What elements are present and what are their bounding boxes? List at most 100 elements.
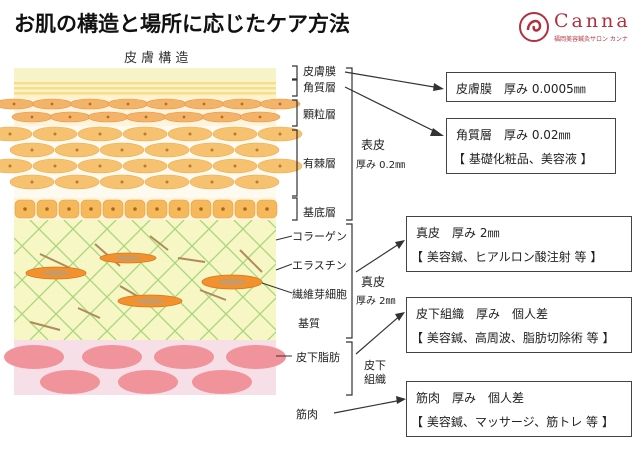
spinous-cell-nucleus: [210, 180, 214, 184]
basal-cell-nucleus: [133, 207, 137, 211]
arrow-hifumaku: [344, 71, 441, 89]
arrowhead-muscle: [396, 396, 406, 404]
spinous-cell-nucleus: [233, 164, 237, 168]
collagen-fiber: [14, 220, 83, 289]
pointer-collagen: [275, 235, 293, 241]
spinous-cell-nucleus: [165, 180, 169, 184]
label-muscle: 筋肉: [296, 408, 318, 421]
fibroblast-nucleus: [115, 255, 141, 261]
label-subcutis-2: 組織: [364, 373, 386, 386]
bracket-yukyoku: [292, 129, 298, 197]
label-yukyoku: 有棘層: [303, 157, 336, 170]
arrow-subcutis: [355, 313, 403, 355]
collagen-fiber: [131, 220, 253, 340]
spinous-cell-nucleus: [233, 132, 237, 136]
granular-cell-nucleus: [106, 115, 110, 119]
collagen-fiber: [233, 297, 276, 340]
spinous-cell-nucleus: [278, 132, 282, 136]
info-dermis-line1: 真皮 厚み 2㎜: [416, 226, 500, 240]
fibroblast-nucleus: [218, 278, 246, 286]
collagen-fiber: [14, 220, 15, 221]
fat-cell: [226, 345, 286, 369]
karyu-layer: [0, 98, 301, 126]
granular-cell-nucleus: [182, 115, 186, 119]
arrow-muscle: [333, 399, 403, 414]
granular-cell-nucleus: [164, 102, 168, 106]
pointer-elastin: [275, 263, 293, 271]
fibroblast-nucleus: [42, 270, 70, 276]
bracket-epidermis: [346, 67, 353, 221]
spinous-cell-nucleus: [255, 148, 259, 152]
info-box-hifumaku: 皮膚膜 厚み 0.0005㎜: [446, 72, 616, 102]
fat-cell: [154, 345, 214, 369]
label-fat: 皮下脂肪: [296, 351, 340, 364]
info-muscle-line1: 筋肉 厚み 個人差: [416, 391, 525, 405]
collagen-fiber: [97, 220, 219, 340]
spinous-cell-nucleus: [75, 148, 79, 152]
label-kakushitsu: 角質層: [303, 81, 336, 94]
hifumaku-layer: [14, 68, 276, 80]
granular-cell-nucleus: [12, 102, 16, 106]
basal-cell-nucleus: [265, 207, 269, 211]
spinous-cell-nucleus: [98, 132, 102, 136]
granular-cell-nucleus: [88, 102, 92, 106]
diagram-caption: 皮 膚 構 造: [124, 51, 189, 66]
label-fibroblast: 繊維芽細胞: [292, 288, 347, 301]
elastin-fiber: [39, 253, 71, 269]
elastin-fiber: [239, 249, 263, 273]
label-hifumaku: 皮膚膜: [303, 65, 336, 78]
spinous-cell-nucleus: [255, 180, 259, 184]
label-dermis: 真皮: [361, 275, 386, 289]
elastin-fiber: [149, 235, 169, 251]
granular-cell-nucleus: [144, 115, 148, 119]
arrowhead-dermis: [395, 240, 405, 249]
collagen-fiber: [233, 220, 276, 263]
granular-cell-nucleus: [240, 102, 244, 106]
spinous-cell-nucleus: [188, 132, 192, 136]
spinous-cell-nucleus: [53, 132, 57, 136]
info-box-subcutis: 皮下組織 厚み 個人差 【 美容鍼、高周波、脂肪切除術 等 】: [406, 297, 632, 353]
info-box-muscle: 筋肉 厚み 個人差 【 美容鍼、マッサージ、筋トレ 等 】: [406, 381, 632, 437]
fat-cell: [82, 345, 142, 369]
spinous-cell-nucleus: [8, 132, 12, 136]
fibroblast-nucleus: [135, 298, 165, 304]
bracket-karyu: [292, 99, 298, 127]
pointer-fibroblast: [261, 282, 293, 294]
basal-cell-nucleus: [111, 207, 115, 211]
spinous-cell: [0, 158, 33, 174]
info-kakushitsu-line1: 角質層 厚み 0.02㎜: [456, 128, 571, 142]
label-elastin: エラスチン: [292, 259, 347, 272]
kakushitsu-layer: [14, 80, 276, 98]
basal-cell-nucleus: [199, 207, 203, 211]
bracket-subcutis: [346, 341, 353, 396]
basal-cell-nucleus: [155, 207, 159, 211]
kitei-layer: [14, 198, 278, 220]
label-kishitsu: 基質: [298, 317, 320, 330]
label-subcutis-1: 皮下: [364, 359, 386, 372]
fat-layer: [4, 340, 286, 395]
elastin-fiber: [199, 289, 227, 301]
granular-cell-nucleus: [202, 102, 206, 106]
elastin-fiber: [177, 257, 206, 263]
arrow-dermis: [355, 241, 403, 273]
yukyoku-layer: [0, 126, 303, 198]
canna-logo: Canna 福岡美容鍼灸サロン カンナ: [518, 10, 636, 46]
label-kitei: 基底層: [303, 206, 336, 219]
basal-cell-nucleus: [89, 207, 93, 211]
fat-cell: [40, 370, 100, 394]
basal-cell-nucleus: [23, 207, 27, 211]
info-dermis-line2: 【 美容鍼、ヒアルロン酸注射 等 】: [411, 250, 603, 264]
info-muscle-line2: 【 美容鍼、マッサージ、筋トレ 等 】: [411, 415, 614, 429]
spinous-cell-nucleus: [75, 180, 79, 184]
spinous-cell-nucleus: [278, 164, 282, 168]
collagen-fiber: [14, 339, 15, 340]
label-karyu: 顆粒層: [303, 108, 336, 121]
spinous-cell-nucleus: [143, 164, 147, 168]
fat-cell: [4, 345, 64, 369]
collagen-fiber: [63, 220, 185, 340]
info-subcutis-line1: 皮下組織 厚み 個人差: [416, 307, 549, 321]
bracket-kakushitsu: [292, 79, 298, 97]
label-epidermis-thickness: 厚み 0.2㎜: [356, 160, 406, 171]
granular-cell: [0, 98, 35, 110]
